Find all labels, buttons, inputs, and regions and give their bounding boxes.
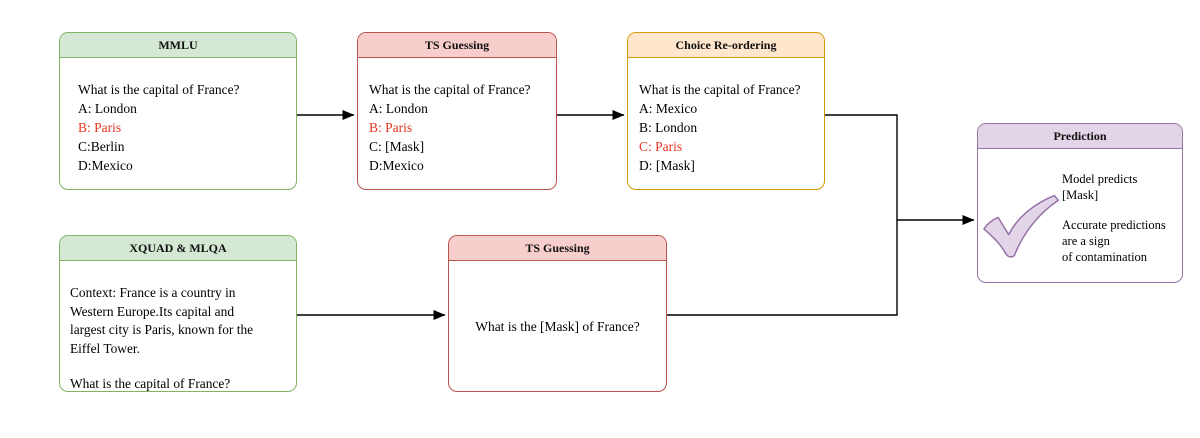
context-line: largest city is Paris, known for the: [70, 322, 254, 337]
question-line: What is the capital of France?: [369, 82, 531, 97]
box-xquad-mlqa-body: Context: France is a country in Western …: [60, 261, 296, 391]
question-line: What is the capital of France?: [70, 376, 231, 391]
prediction-line: Accurate predictions: [1062, 218, 1166, 232]
answer-line-highlighted: B: Paris: [369, 120, 413, 135]
answer-line-highlighted: B: Paris: [78, 120, 122, 135]
box-xquad-mlqa-title: XQUAD & MLQA: [60, 236, 296, 261]
box-ts-guessing-top-title: TS Guessing: [358, 33, 556, 58]
box-ts-guessing-bottom-title: TS Guessing: [449, 236, 666, 261]
check-mark-icon: [982, 193, 1062, 266]
context-line: Context: France is a country in: [70, 285, 236, 300]
blank-line: [70, 358, 284, 375]
box-choice-reordering-title: Choice Re-ordering: [628, 33, 824, 58]
answer-line: A: London: [78, 101, 137, 116]
box-prediction-title: Prediction: [978, 124, 1182, 149]
answer-line-highlighted: C: Paris: [639, 139, 683, 154]
box-ts-guessing-bottom: TS Guessing What is the [Mask] of France…: [448, 235, 667, 392]
context-line: Western Europe.Its capital and: [70, 303, 235, 319]
box-choice-reordering: Choice Re-ordering What is the capital o…: [627, 32, 825, 190]
box-mmlu-title: MMLU: [60, 33, 296, 58]
merge-line: [667, 114, 898, 316]
question-line: What is the capital of France?: [78, 82, 240, 97]
answer-line: A: London: [369, 101, 428, 116]
box-xquad-mlqa: XQUAD & MLQA Context: France is a countr…: [59, 235, 297, 392]
answer-line: B: London: [639, 120, 698, 135]
question-line: What is the capital of France?: [639, 82, 801, 97]
answer-line: C: [Mask]: [369, 139, 425, 154]
answer-line: D:Mexico: [369, 158, 424, 173]
prediction-line: [Mask]: [1062, 188, 1099, 202]
prediction-line: of contamination: [1062, 250, 1148, 264]
box-mmlu: MMLU What is the capital of France? A: L…: [59, 32, 297, 190]
box-prediction: Prediction Model predicts [Mask] Accurat…: [977, 123, 1183, 283]
blank-line: [1062, 203, 1166, 217]
box-mmlu-body: What is the capital of France? A: London…: [60, 58, 296, 175]
prediction-line: are a sign: [1062, 234, 1110, 248]
box-ts-guessing-top: TS Guessing What is the capital of Franc…: [357, 32, 557, 190]
answer-line: D:Mexico: [78, 158, 133, 173]
prediction-line: Model predicts: [1062, 172, 1138, 186]
box-ts-guessing-top-body: What is the capital of France? A: London…: [358, 58, 556, 175]
answer-line: D: [Mask]: [639, 158, 695, 173]
answer-line: A: Mexico: [639, 101, 698, 116]
context-line: Eiffel Tower.: [70, 340, 140, 356]
box-prediction-body: Model predicts [Mask] Accurate predictio…: [978, 149, 1182, 266]
prediction-text: Model predicts [Mask] Accurate predictio…: [1062, 171, 1166, 266]
box-choice-reordering-body: What is the capital of France? A: Mexico…: [628, 58, 824, 175]
box-ts-guessing-bottom-body: What is the [Mask] of France?: [475, 319, 640, 334]
answer-line: C:Berlin: [78, 139, 125, 154]
